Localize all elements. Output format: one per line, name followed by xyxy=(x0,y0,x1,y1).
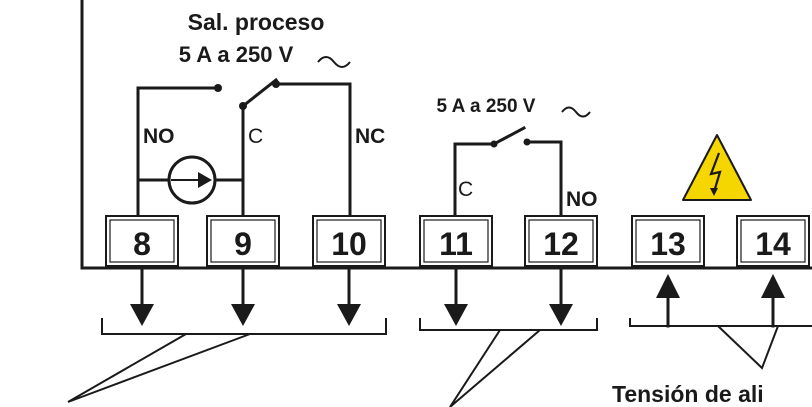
terminal-11: 11 xyxy=(419,215,493,267)
relay1-wiring xyxy=(136,77,352,218)
relay2-rating: 5 A a 250 V xyxy=(437,96,536,117)
callout-brackets xyxy=(67,318,812,407)
terminal-label: 9 xyxy=(234,226,252,262)
high-voltage-warning-icon xyxy=(682,134,752,201)
terminal-9: 9 xyxy=(206,215,280,267)
terminal-10: 10 xyxy=(312,215,386,267)
terminal-label: 10 xyxy=(331,226,367,262)
relay1-c-label: C xyxy=(248,125,263,148)
arrow-down-icon xyxy=(130,304,154,326)
terminal-8: 8 xyxy=(105,215,179,267)
relay2-wiring xyxy=(453,125,563,218)
terminal-label: 13 xyxy=(650,226,686,262)
output-arrows xyxy=(130,266,573,326)
relay1-ac-symbol xyxy=(317,56,351,68)
relay2-c-label: C xyxy=(458,178,473,201)
arrow-down-icon xyxy=(337,304,361,326)
relay1-nc-label: NC xyxy=(355,125,385,148)
supply-arrows xyxy=(656,274,785,328)
relay1-rating: 5 A a 250 V xyxy=(179,42,294,67)
supply-voltage-label: Tensión de ali xyxy=(612,381,764,407)
terminal-label: 11 xyxy=(439,226,473,262)
terminal-13: 13 xyxy=(631,215,705,267)
arrow-up-icon xyxy=(761,274,785,298)
terminal-14: 14 xyxy=(736,215,810,267)
terminal-label: 12 xyxy=(543,226,579,262)
arrow-down-icon xyxy=(549,304,573,326)
arrow-up-icon xyxy=(656,274,680,298)
terminal-label: 8 xyxy=(133,226,151,262)
terminal-label: 14 xyxy=(755,226,791,262)
device-housing xyxy=(80,0,812,270)
relay2-no-label: NO xyxy=(566,188,598,211)
terminal-12: 12 xyxy=(524,215,598,267)
relay1-title: Sal. proceso xyxy=(188,9,325,35)
pump-icon xyxy=(136,155,245,205)
arrow-down-icon xyxy=(444,304,468,326)
arrow-down-icon xyxy=(231,304,255,326)
relay2-ac-symbol xyxy=(561,106,591,118)
relay1-no-label: NO xyxy=(143,125,175,148)
